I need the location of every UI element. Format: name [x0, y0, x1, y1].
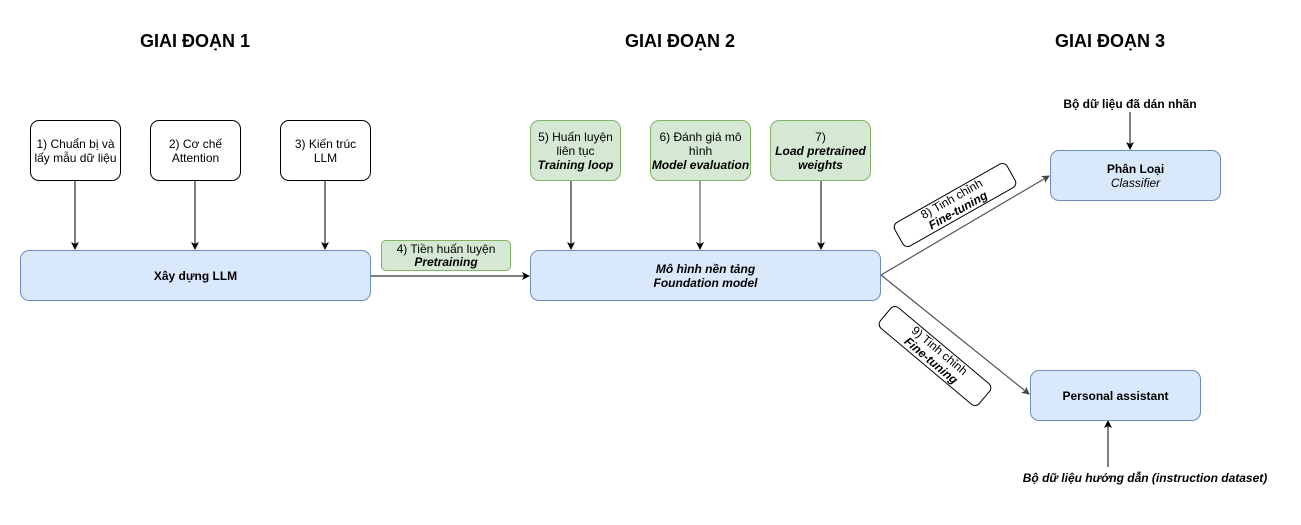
step-data-preparation[interactable]: 1) Chuẩn bị và lấy mẫu dữ liệu	[30, 120, 121, 181]
step-model-evaluation[interactable]: 6) Đánh giá mô hình Model evaluation	[650, 120, 751, 181]
step-label-en: Training loop	[537, 157, 614, 172]
step-label: 3) Kiến trúc	[294, 136, 357, 151]
labeled-dataset-label: Bộ dữ liệu đã dán nhãn	[1063, 97, 1197, 111]
build-llm-box[interactable]: Xây dựng LLM	[20, 250, 371, 301]
classifier-vi-label: Phân Loại	[1106, 161, 1165, 176]
stage-2-title: GIAI ĐOẠN 2	[624, 31, 735, 51]
classifier-box[interactable]: Phân Loại Classifier	[1050, 150, 1221, 201]
step-label: 5) Huấn luyện	[538, 129, 613, 144]
pretraining-en-label: Pretraining	[414, 254, 478, 269]
arrow-foundation-to-classifier	[880, 175, 1050, 276]
step-architecture[interactable]: 3) Kiến trúc LLM	[280, 120, 371, 181]
step-load-weights[interactable]: 7) Load pretrained weights	[770, 120, 871, 181]
arrow-foundation-to-assistant	[880, 274, 1030, 395]
step-label: 6) Đánh giá mô	[659, 129, 742, 144]
personal-assistant-label: Personal assistant	[1062, 388, 1169, 403]
step-label: 7)	[815, 129, 826, 144]
step-label: Attention	[171, 150, 220, 165]
step-training-loop[interactable]: 5) Huấn luyện liên tục Training loop	[530, 120, 621, 181]
classifier-en-label: Classifier	[1110, 175, 1161, 190]
instruction-dataset-label: Bộ dữ liệu hướng dẫn (instruction datase…	[1022, 471, 1268, 485]
step-label: lấy mẫu dữ liệu	[34, 150, 117, 165]
stage-1-title: GIAI ĐOẠN 1	[139, 31, 250, 51]
step-label: 2) Cơ chế	[168, 136, 223, 151]
step-label-en: Load pretrained	[775, 143, 866, 158]
pretraining-vi-label: 4) Tiền huấn luyện	[396, 241, 496, 256]
step-label-en: Model evaluation	[651, 157, 750, 172]
step-attention[interactable]: 2) Cơ chế Attention	[150, 120, 241, 181]
pretraining-edge-label[interactable]: 4) Tiền huấn luyện Pretraining	[381, 240, 511, 271]
step-label: 1) Chuẩn bị và	[36, 136, 115, 151]
foundation-vi-label: Mô hình nền tảng	[655, 261, 756, 276]
step-label: liên tục	[556, 143, 595, 158]
step-label: LLM	[313, 150, 338, 165]
foundation-en-label: Foundation model	[653, 275, 758, 290]
step-label-en: weights	[798, 157, 843, 172]
stage-3-title: GIAI ĐOẠN 3	[1054, 31, 1165, 51]
personal-assistant-box[interactable]: Personal assistant	[1030, 370, 1201, 421]
build-llm-label: Xây dựng LLM	[153, 268, 238, 283]
step-label: hình	[688, 143, 713, 158]
foundation-model-box[interactable]: Mô hình nền tảng Foundation model	[530, 250, 881, 301]
